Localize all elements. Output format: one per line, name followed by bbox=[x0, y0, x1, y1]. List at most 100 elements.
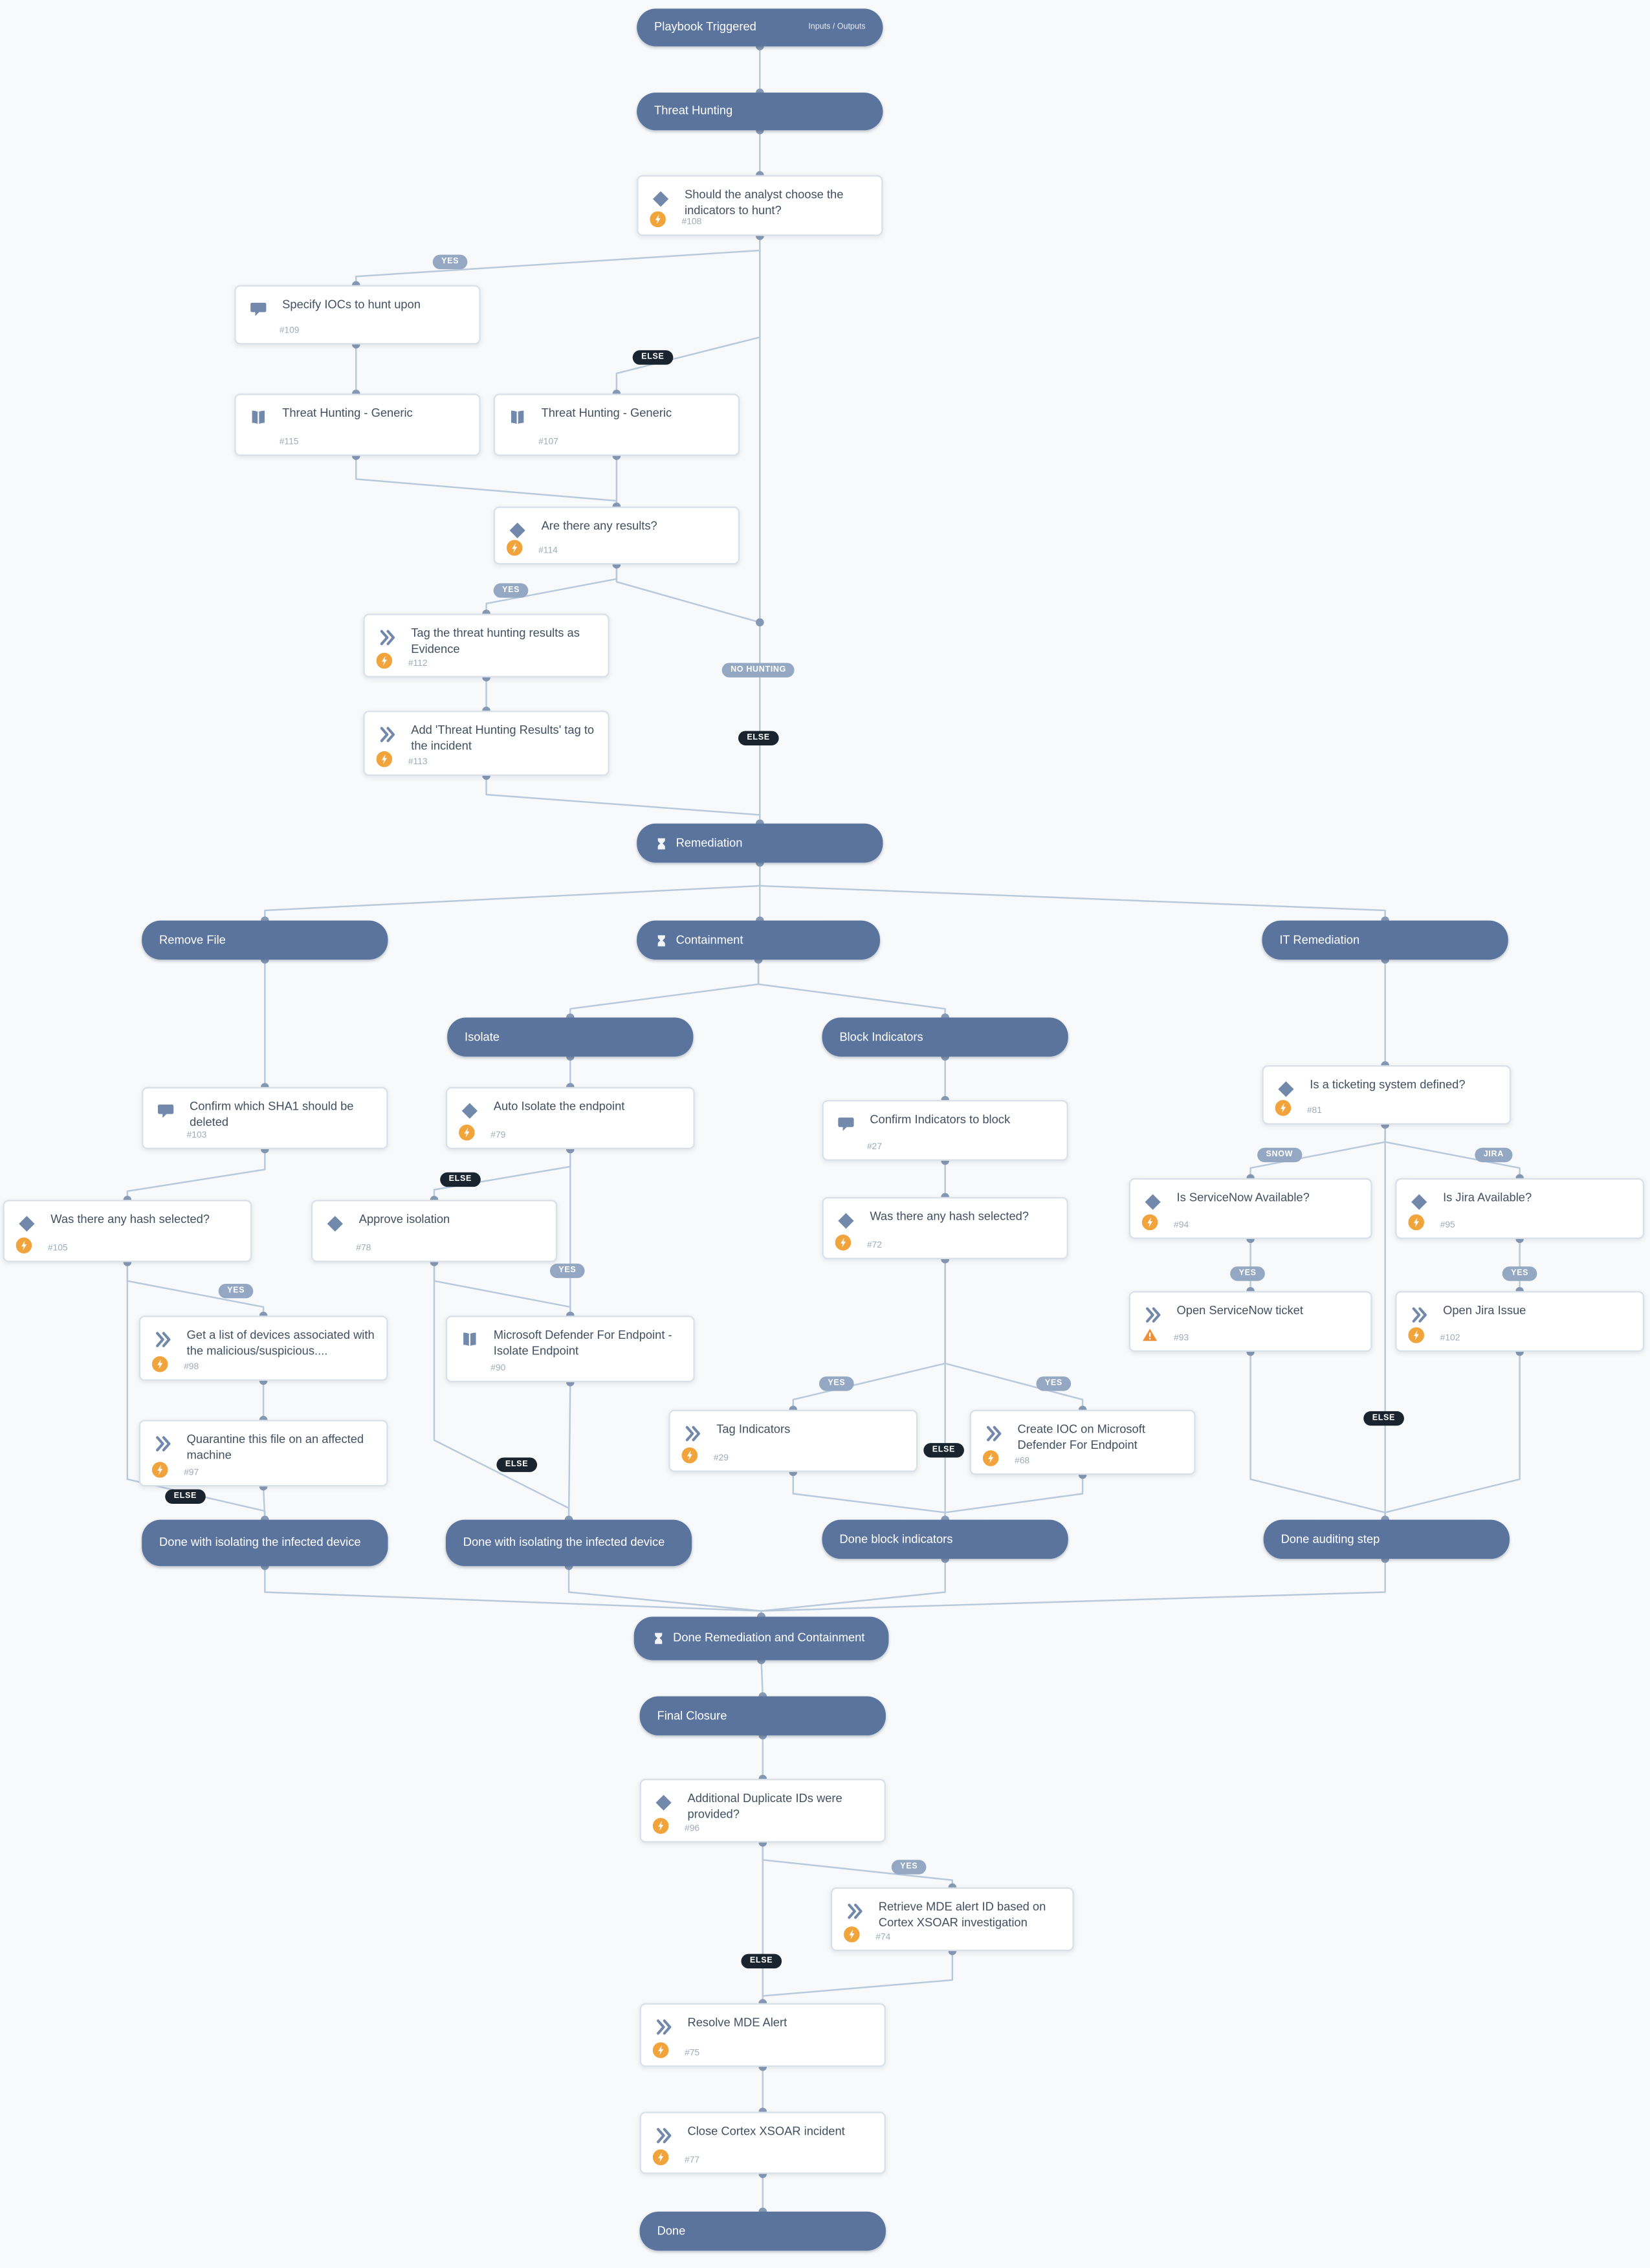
section-block-indicators[interactable]: Block Indicators bbox=[822, 1017, 1068, 1057]
section-label: Done bbox=[657, 2224, 686, 2238]
task-68[interactable]: Create IOC on Microsoft Defender For End… bbox=[969, 1409, 1196, 1475]
task-id: #108 bbox=[681, 217, 702, 228]
bolt-icon bbox=[151, 1462, 168, 1478]
section-threat-hunting[interactable]: Threat Hunting bbox=[637, 93, 883, 131]
section-label: Block Indicators bbox=[839, 1030, 923, 1044]
bolt-icon bbox=[835, 1234, 852, 1251]
task-94[interactable]: Is ServiceNow Available?#94 bbox=[1128, 1178, 1372, 1239]
bolt-icon bbox=[650, 211, 666, 228]
task-72[interactable]: Was there any hash selected?#72 bbox=[822, 1196, 1068, 1260]
task-107[interactable]: Threat Hunting - Generic#107 bbox=[493, 393, 740, 456]
task-label: Confirm which SHA1 should be deleted bbox=[190, 1099, 354, 1129]
task-79[interactable]: Auto Isolate the endpoint#79 bbox=[445, 1086, 695, 1150]
task-29[interactable]: Tag Indicators#29 bbox=[668, 1409, 918, 1472]
task-label: Add 'Threat Hunting Results' tag to the … bbox=[411, 723, 595, 753]
bolt-icon bbox=[506, 540, 523, 556]
action-icon bbox=[984, 1424, 1003, 1443]
branch-label-yes: YES bbox=[1230, 1266, 1266, 1281]
action-icon bbox=[153, 1435, 172, 1453]
section-isolate[interactable]: Isolate bbox=[447, 1017, 694, 1057]
bolt-icon bbox=[652, 1818, 669, 1834]
branch-label-yes: YES bbox=[1502, 1266, 1537, 1281]
condition-icon bbox=[1410, 1193, 1429, 1211]
section-done-remediation-containment[interactable]: Done Remediation and Containment bbox=[633, 1616, 889, 1660]
bolt-icon bbox=[1408, 1214, 1425, 1231]
task-77[interactable]: Close Cortex XSOAR incident#77 bbox=[639, 2111, 886, 2174]
section-done-block-indicators[interactable]: Done block indicators bbox=[822, 1519, 1068, 1559]
branch-label-yes: YES bbox=[819, 1376, 854, 1391]
section-done-auditing-step[interactable]: Done auditing step bbox=[1263, 1519, 1510, 1559]
condition-icon bbox=[325, 1215, 344, 1233]
section-remediation[interactable]: Remediation bbox=[637, 823, 883, 863]
hourglass-icon bbox=[654, 836, 668, 850]
bolt-icon bbox=[1141, 1214, 1158, 1231]
task-113[interactable]: Add 'Threat Hunting Results' tag to the … bbox=[363, 710, 610, 776]
task-115[interactable]: Threat Hunting - Generic#115 bbox=[234, 393, 481, 456]
task-95[interactable]: Is Jira Available?#95 bbox=[1395, 1178, 1645, 1239]
section-remove-file[interactable]: Remove File bbox=[142, 920, 388, 960]
task-108[interactable]: Should the analyst choose the indicators… bbox=[637, 175, 883, 236]
task-112[interactable]: Tag the threat hunting results as Eviden… bbox=[363, 613, 610, 677]
section-done[interactable]: Done bbox=[639, 2211, 886, 2251]
task-label: Auto Isolate the endpoint bbox=[493, 1099, 625, 1114]
task-label: Get a list of devices associated with th… bbox=[186, 1328, 375, 1358]
task-81[interactable]: Is a ticketing system defined?#81 bbox=[1262, 1065, 1512, 1125]
task-74[interactable]: Retrieve MDE alert ID based on Cortex XS… bbox=[830, 1887, 1074, 1952]
task-id: #29 bbox=[713, 1453, 729, 1464]
section-containment[interactable]: Containment bbox=[637, 920, 880, 960]
bolt-icon bbox=[681, 1447, 698, 1464]
task-97[interactable]: Quarantine this file on an affected mach… bbox=[138, 1420, 388, 1487]
task-label: Is a ticketing system defined? bbox=[1310, 1078, 1466, 1092]
task-id: #113 bbox=[408, 756, 428, 767]
flow-edge bbox=[615, 236, 761, 394]
task-27[interactable]: Confirm Indicators to block#27 bbox=[822, 1099, 1068, 1161]
section-done-isolating-remove-file[interactable]: Done with isolating the infected device bbox=[142, 1519, 388, 1567]
task-label: Should the analyst choose the indicators… bbox=[685, 188, 844, 217]
task-90[interactable]: Microsoft Defender For Endpoint - Isolat… bbox=[445, 1316, 695, 1383]
task-78[interactable]: Approve isolation#78 bbox=[311, 1200, 558, 1262]
branch-label-jira: JIRA bbox=[1475, 1147, 1513, 1163]
task-75[interactable]: Resolve MDE Alert#75 bbox=[639, 2003, 886, 2067]
task-label: Is ServiceNow Available? bbox=[1176, 1191, 1310, 1205]
action-icon bbox=[845, 1902, 864, 1921]
flow-edge bbox=[264, 1566, 762, 1617]
section-it-remediation[interactable]: IT Remediation bbox=[1262, 920, 1508, 960]
task-93[interactable]: Open ServiceNow ticket#93 bbox=[1128, 1291, 1372, 1352]
inputs-outputs-link[interactable]: Inputs / Outputs bbox=[808, 23, 866, 32]
task-label: Additional Duplicate IDs were provided? bbox=[687, 1792, 842, 1822]
condition-icon bbox=[654, 1793, 673, 1812]
task-98[interactable]: Get a list of devices associated with th… bbox=[138, 1316, 388, 1381]
task-103[interactable]: Confirm which SHA1 should be deleted#103 bbox=[142, 1086, 388, 1150]
task-id: #103 bbox=[186, 1130, 207, 1141]
task-label: Open Jira Issue bbox=[1443, 1304, 1526, 1317]
branch-label-else: ELSE bbox=[632, 350, 673, 365]
bolt-icon bbox=[652, 2149, 669, 2166]
task-id: #77 bbox=[685, 2155, 700, 2166]
bolt-icon bbox=[652, 2042, 669, 2058]
branch-label-yes: YES bbox=[1036, 1376, 1072, 1391]
task-114[interactable]: Are there any results?#114 bbox=[493, 506, 740, 565]
condition-icon bbox=[17, 1215, 36, 1233]
task-id: #75 bbox=[685, 2048, 700, 2058]
task-label: Microsoft Defender For Endpoint - Isolat… bbox=[493, 1328, 672, 1358]
flow-edge bbox=[792, 1259, 946, 1410]
flow-edge bbox=[944, 1475, 1084, 1520]
flow-edge bbox=[759, 863, 1386, 921]
section-done-isolating-isolate[interactable]: Done with isolating the infected device bbox=[445, 1519, 692, 1567]
branch-label-snow: SNOW bbox=[1257, 1147, 1302, 1163]
section-final-closure[interactable]: Final Closure bbox=[639, 1696, 886, 1735]
task-109[interactable]: Specify IOCs to hunt upon#109 bbox=[234, 285, 481, 345]
task-102[interactable]: Open Jira Issue #102 bbox=[1395, 1291, 1645, 1352]
flow-edge bbox=[760, 1559, 1386, 1617]
task-96[interactable]: Additional Duplicate IDs were provided?#… bbox=[639, 1779, 886, 1843]
task-id: #97 bbox=[184, 1468, 199, 1478]
flow-edge bbox=[355, 236, 761, 285]
condition-icon bbox=[1277, 1080, 1295, 1099]
branch-label-yes: YES bbox=[432, 254, 468, 270]
task-id: #102 bbox=[1440, 1333, 1460, 1343]
task-105[interactable]: Was there any hash selected?#105 bbox=[3, 1200, 252, 1262]
bolt-icon bbox=[1275, 1099, 1292, 1116]
